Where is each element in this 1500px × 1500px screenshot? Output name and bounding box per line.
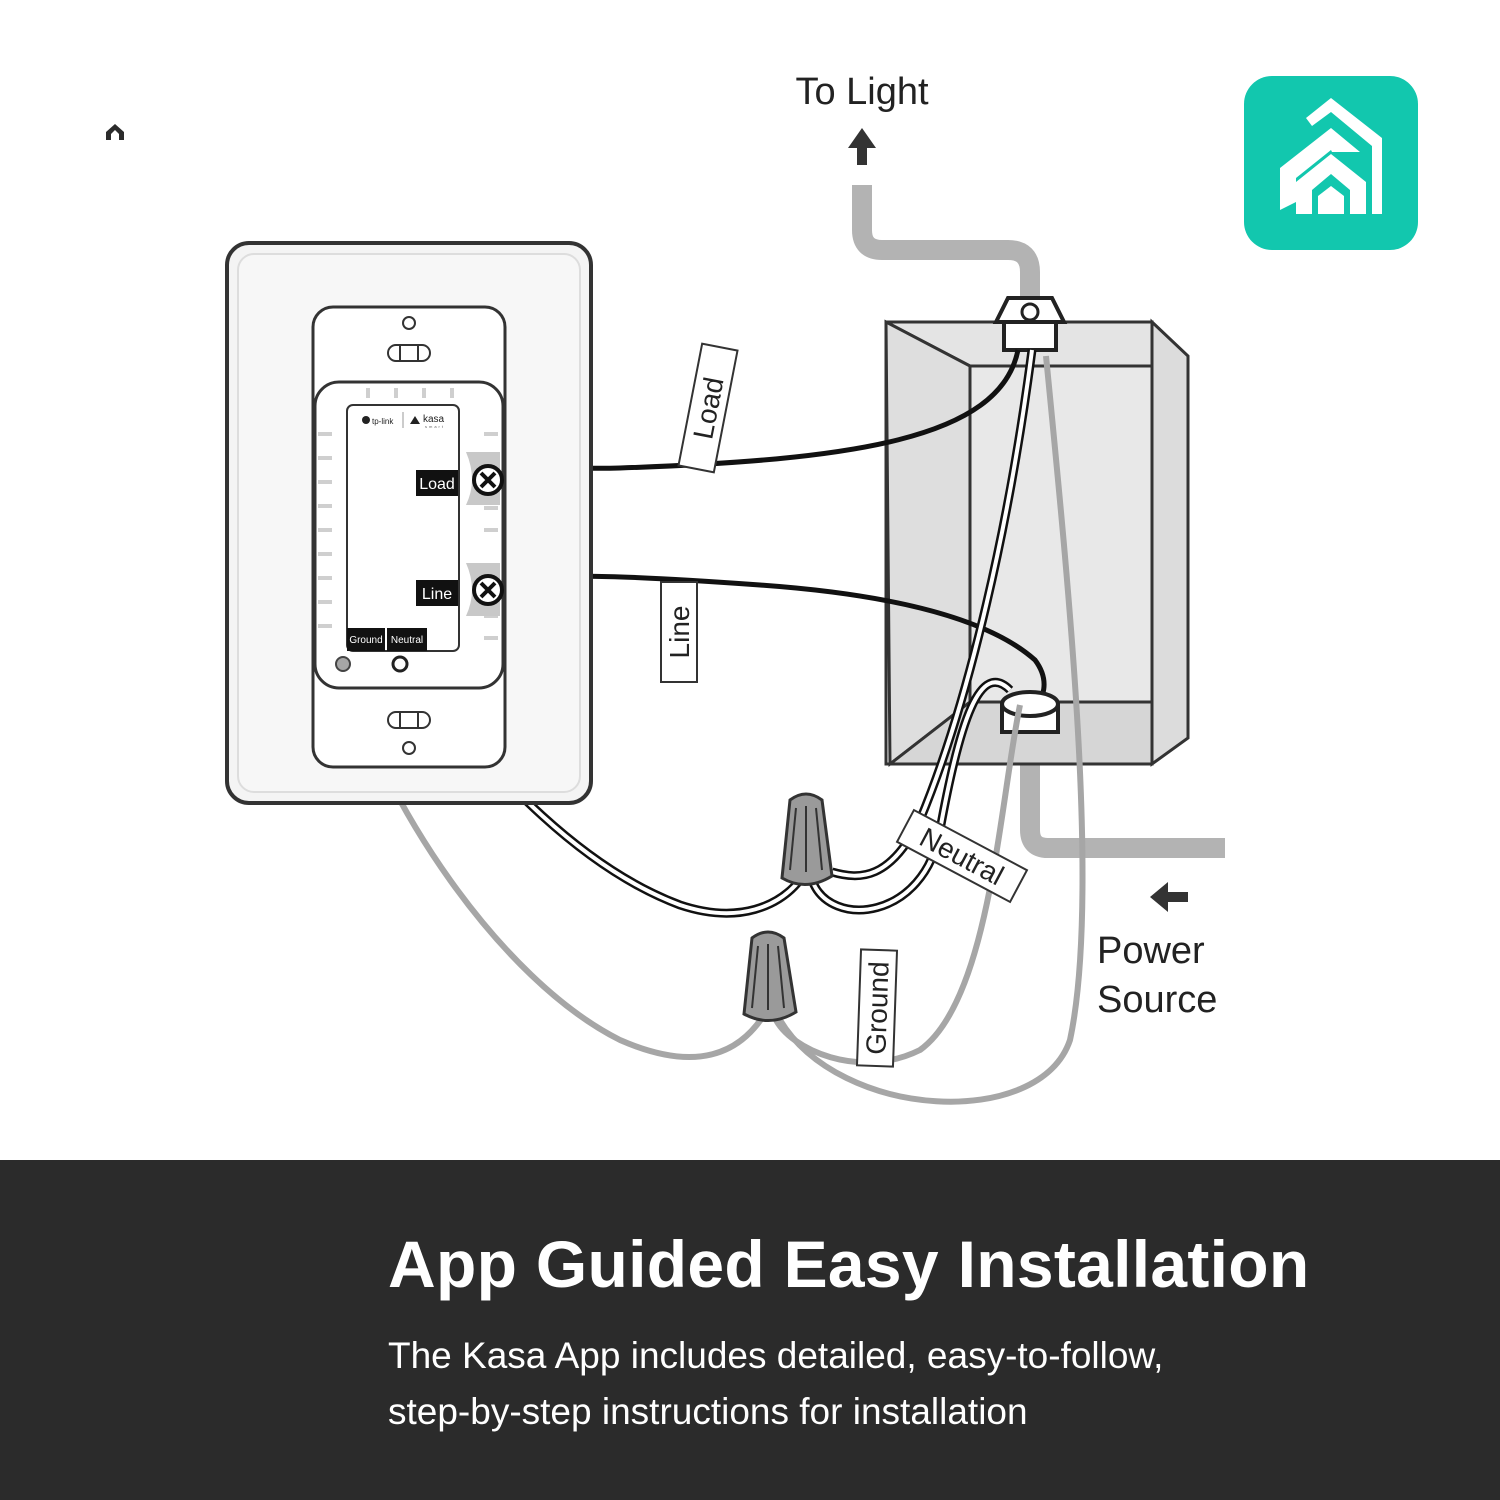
load-screw-icon — [472, 464, 504, 496]
brand-kasa: kasa — [423, 414, 445, 425]
conduit-power-source — [1020, 720, 1225, 858]
terminal-load-label: Load — [419, 476, 455, 493]
brand-kasa-sub: smart — [425, 424, 445, 429]
banner-title: App Guided Easy Installation — [388, 1227, 1310, 1301]
phone-icon — [69, 47, 161, 203]
wire-tag-line-text: Line — [664, 606, 695, 659]
to-light-label: To Light — [795, 71, 929, 113]
terminal-ground-label: Ground — [349, 635, 382, 646]
wire-nut-neutral — [780, 792, 834, 886]
wire-nut-ground — [742, 930, 798, 1022]
kasa-app-icon — [1244, 76, 1418, 250]
power-source-label-line1: Power — [1097, 930, 1205, 972]
banner-description: The Kasa App includes detailed, easy-to-… — [388, 1328, 1388, 1440]
line-screw-icon — [472, 574, 504, 606]
terminal-line-label: Line — [422, 586, 452, 603]
wire-tag-line: Line — [660, 581, 698, 683]
wiring-diagram: To Light Power Source — [225, 71, 1418, 1105]
phone-app-icon — [2, 2, 228, 228]
cable-clamp-bottom — [1000, 690, 1060, 734]
arrow-up-icon — [848, 128, 876, 165]
wire-tag-ground-text: Ground — [860, 961, 894, 1055]
terminal-neutral-label: Neutral — [391, 635, 423, 646]
banner-description-line2: step-by-step instructions for installati… — [388, 1391, 1028, 1432]
smart-switch: tp-link kasa smart Load Line Ground Neut… — [225, 241, 593, 805]
info-banner — [0, 1160, 1500, 1500]
wifi-icon — [100, 21, 130, 36]
wire-tag-neutral-text: Neutral — [915, 822, 1009, 892]
switch-label-panel — [346, 404, 460, 652]
wire-tag-load: Load — [677, 342, 739, 474]
wire-tag-ground: Ground — [855, 948, 899, 1068]
arrow-left-icon — [1150, 882, 1188, 912]
cable-clamp-top — [992, 296, 1068, 352]
conduit-to-light — [852, 185, 1040, 320]
banner-description-line1: The Kasa App includes detailed, easy-to-… — [388, 1335, 1164, 1376]
brand-tplink: tp-link — [372, 417, 394, 426]
kasa-logo-icon — [410, 416, 420, 424]
power-source-label-line2: Source — [1097, 979, 1217, 1021]
